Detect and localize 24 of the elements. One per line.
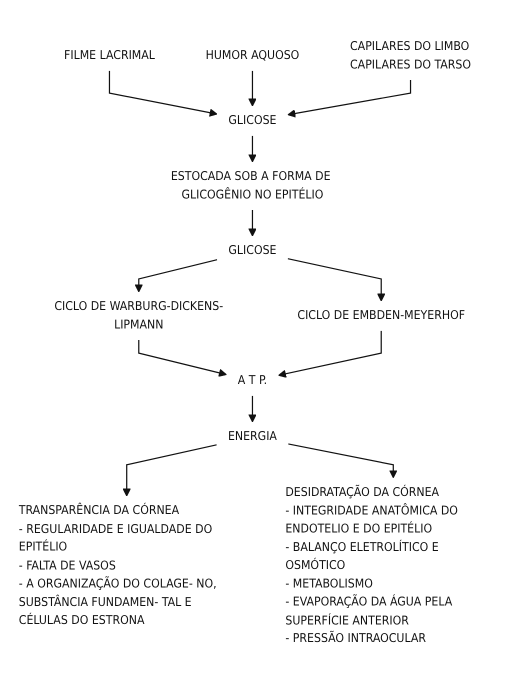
- node-text: FILME LACRIMAL: [64, 48, 155, 63]
- arrow: [287, 80, 412, 118]
- node-text: CICLO DE WARBURG-DICKENS-LIPMANN: [54, 300, 224, 332]
- arrow: [248, 210, 257, 237]
- arrow: [288, 258, 386, 302]
- node-text: HUMOR AQUOSO: [206, 48, 300, 63]
- node-text: TRANSPARÊNCIA DA CÓRNEA - REGULARIDADE E IGUALDADE DO EPITÉLIO - FALTA DE VASOS - A ORGANIZAÇÃO DO COLAGE- NO, SUBSTÂNCIA FUNDAMEN- TAL E CÉLULAS DO ESTRONA: [18, 504, 217, 628]
- node-text: ESTOCADA SOB A FORMA DE GLICOGÊNIO NO EPITÉLIO: [170, 170, 331, 202]
- node-text: CAPILARES DO LIMBO CAPILARES DO TARSO: [350, 40, 472, 72]
- arrow: [138, 340, 227, 377]
- node-text: GLICOSE: [228, 114, 276, 128]
- arrow: [134, 259, 218, 292]
- node-text: A T P.: [238, 374, 268, 388]
- arrow: [122, 444, 217, 497]
- arrow: [108, 70, 218, 117]
- arrow: [248, 396, 257, 422]
- node-text: GLICOSE: [228, 244, 276, 258]
- arrow: [248, 70, 257, 107]
- arrow: [288, 443, 398, 478]
- arrow: [278, 330, 382, 378]
- arrow: [248, 136, 257, 162]
- node-text: DESIDRATAÇÃO DA CÓRNEA - INTEGRIDADE ANATÔMICA DO ENDOTELIO E DO EPITÉLIO - BALANÇO ELETROLÍTICO E OSMÓTICO - METABOLISMO - EVAPORAÇÃO DA ÁGUA PELA SUPERFÍCIE ANTERIOR - PRESSÃO INTRAOCULAR: [285, 485, 458, 646]
- node-text: ENERGIA: [228, 430, 277, 444]
- node-text: CICLO DE EMBDEN-MEYERHOF: [297, 308, 466, 323]
